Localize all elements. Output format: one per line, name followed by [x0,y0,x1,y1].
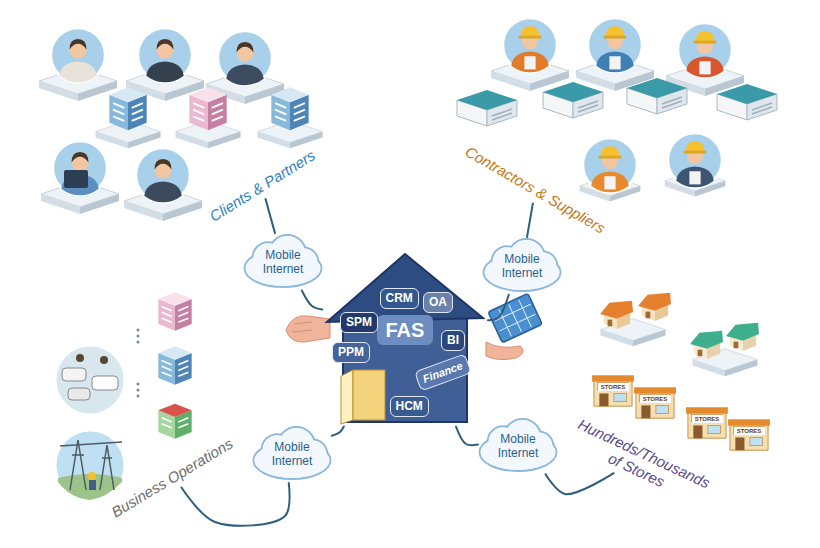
connector-line [527,203,533,237]
connector-line [266,199,275,233]
tablet-icon [64,170,88,188]
illustration-part [137,329,140,332]
illustration-part [588,18,642,72]
connector-line [456,427,478,445]
illustration-part [592,375,634,406]
connector-line [546,473,614,494]
illustration-part [68,388,90,400]
clients-partners-art [39,28,323,221]
node-text: Clients & Partners [206,146,318,225]
store-sign-text: STORES [734,427,765,435]
group-label: Contractors & Suppliers [459,140,611,240]
group-label: Clients & Partners [203,144,321,228]
node-text: BI [447,333,459,348]
connector-line [181,483,289,526]
illustration-part [686,407,728,438]
illustration-part [137,341,140,344]
illustration-part [60,440,122,490]
illustration-part [690,331,723,359]
illustration-part [678,23,732,77]
node-text: Mobile Internet [255,248,311,276]
group-label: Business Operations [105,432,239,524]
illustration-part [634,387,676,418]
illustration-part [109,87,146,130]
store-sign-text: STORES [598,383,629,391]
illustration-part [100,356,108,364]
module-piece: HCM [390,396,429,417]
illustration-part [292,322,312,332]
network-cloud: Mobile Internet [255,428,329,480]
illustration-part [76,354,84,362]
illustration-part [488,293,542,342]
illustration-part [158,404,191,439]
illustration-part [488,293,542,342]
node-text: Hundreds/Thousands of Stores [564,414,715,510]
node-text: Contractors & Suppliers [462,143,608,238]
illustration-part [717,84,777,120]
illustration-part [137,335,140,338]
illustration-part [638,293,671,321]
illustration-part [158,292,191,330]
network-cloud: Mobile Internet [485,240,559,292]
illustration-part [271,87,308,130]
illustration-part [137,389,140,392]
node-text: SPM [346,315,372,330]
illustration-part [726,323,759,351]
node-text: Mobile Internet [490,432,546,460]
stores-art [592,293,770,450]
illustration-part [53,141,107,195]
node-text: OA [429,295,447,310]
node-text: Mobile Internet [494,252,550,280]
connector-line [302,291,322,310]
node-text: HCM [396,399,423,414]
illustration-part [600,301,633,329]
illustration-part [486,342,523,360]
illustration-part [55,430,125,500]
illustration-part [728,419,770,450]
illustration-part [627,78,687,114]
store-sign-text: STORES [640,395,671,403]
illustration-part [92,376,118,390]
network-cloud: Mobile Internet [246,236,320,288]
module-piece: PPM [332,342,370,363]
illustration-part [189,87,226,130]
illustration-part [137,383,140,386]
node-text: CRM [386,291,413,306]
connector-line [488,295,509,320]
illustration-part [218,31,272,85]
group-label: Hundreds/Thousands of Stores [561,412,718,512]
module-piece: BI [441,330,465,351]
illustration-part [158,346,191,384]
illustration-part [55,345,125,415]
store-sign-text: STORES [692,415,723,423]
network-cloud: Mobile Internet [481,420,555,472]
illustration-part [457,90,517,126]
illustration-part [543,82,603,118]
illustration-part [62,368,86,381]
illustration-part [286,316,330,342]
illustration-part [136,148,190,202]
illustration-part [583,138,637,192]
node-text: FAS [386,318,425,342]
connector-line [332,426,344,435]
illustration-part [503,18,557,72]
node-text: Mobile Internet [264,440,320,468]
illustration-part [51,28,105,82]
node-text: Business Operations [108,435,236,522]
illustration-part [88,472,96,480]
node-text: PPM [338,345,364,360]
illustration-part [89,480,96,490]
module-piece: OA [423,292,453,313]
illustration-part [137,395,140,398]
illustration-part [138,28,192,82]
module-piece: SPM [340,312,378,333]
illustration-part [668,133,722,187]
platform-hub: FASCRMOASPMBIPPMFinanceHCM [325,252,485,424]
module-piece: CRM [380,288,419,309]
